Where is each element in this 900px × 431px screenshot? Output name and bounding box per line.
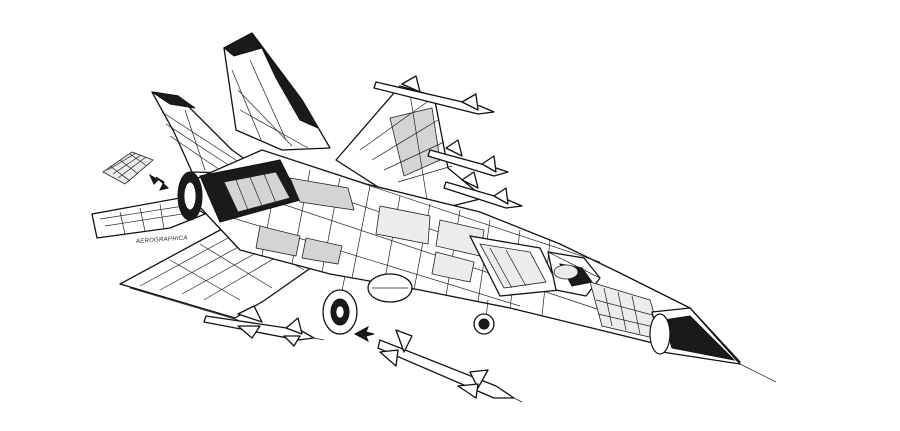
right-wing-missile-1 xyxy=(373,75,495,115)
artist-signature: AEROGRAPHICA xyxy=(135,235,188,245)
main-landing-gear xyxy=(322,275,358,335)
right-wing-missile-2 xyxy=(427,139,509,177)
ventral-fuel-tank xyxy=(367,273,413,303)
avionics-bay xyxy=(589,281,663,341)
right-vertical-fin xyxy=(223,32,331,151)
left-horizontal-stabilizer xyxy=(91,197,206,239)
fuel-tanks xyxy=(255,205,485,283)
engine-section xyxy=(177,159,355,223)
arrow-to-missile-detail-icon xyxy=(353,325,375,343)
detached-missile xyxy=(377,329,523,403)
exhaust-nozzle-detail xyxy=(102,151,154,185)
nose-landing-gear xyxy=(473,299,495,335)
arrow-to-exhaust-detail-icon xyxy=(148,173,170,191)
nose-radome xyxy=(649,307,777,383)
right-wing-missile-3 xyxy=(443,171,523,209)
left-wing-missile xyxy=(203,305,325,347)
